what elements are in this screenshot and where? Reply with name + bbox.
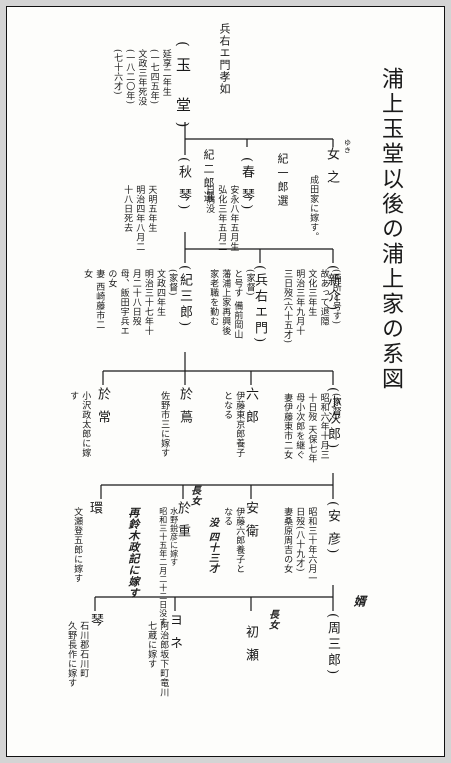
rokuro-note: 伊藤東京郎養子 となる [222,391,245,458]
person-tamaki: 環 [87,501,102,517]
person-kojiro: (小次郎) [325,387,340,452]
kisaburo-note: (家督) 文政四年生 明治三十七年十 月二十八日歿 母、飯田宇兵エ の女 妻 西… [82,269,178,336]
yasue-note: 伊藤六郎養子と なる [222,507,245,574]
hyoemon2-note: (家督) と号す 備前岡山 藩浦上家再興後 家老職を勤む [208,269,255,339]
person-hatsuse: 初 瀬 [243,625,258,665]
choujo-mark-1: 長女 [188,485,200,506]
person-hyoemon2: (兵右エ門) [252,265,267,346]
shunkin-note: 安永八年五月生 弘化三年五月二 日病没 [204,185,239,252]
page-title: 浦上玉堂以後の浦上家の系図 [378,67,403,392]
person-yasuhiko: (安 彦) [325,501,340,557]
shukin-note: 天明五年生 明治四年八月二 十八日死去 [122,185,157,252]
person-hyoemon: 兵右エ門孝如 [218,23,231,95]
otsune-note: 小沢政太郎に嫁 す [68,391,91,458]
koto-note: 石川郡石川町 久野長作に嫁す [66,621,89,688]
person-shinsuke: (新介) [325,265,340,314]
person-shunkin: (春 琴) [239,157,254,213]
yuki-ruby: ゆき [343,139,352,154]
suzuki-handwritten: 再鈴木政記に嫁す [126,507,140,599]
yasuhiko-note: 昭和三十年六月一 日歿(八十九才) 妻桑原周吉の女 [282,507,317,583]
person-oshige: 於 重 [175,501,190,541]
yone-note: 阿治郎坂下町竜川 七蔵に嫁す [146,621,169,697]
person-koto: 琴 [88,613,103,629]
person-yasue: 安 衛 [243,501,258,541]
shukin-alias: 紀二郎選 [202,149,215,205]
genealogy-lines [94,122,334,611]
person-shukin: (秋 琴) [176,157,191,213]
person-yone: ヨ ネ [167,613,182,653]
document-page: 浦上玉堂以後の浦上家の系図 兵右エ門孝如 (玉 堂) 延享二年生 (一七四五年)… [6,6,445,757]
person-otsuta: 於 蔦 [177,387,192,427]
shinsuke-note: (画所と号す) 故あって退隠 文化三年生 明治三年九月十 三日歿(六十五才) [282,269,341,344]
person-yuki: 女 之 [324,147,339,187]
person-shuzaburo: (周三郎) [325,613,340,678]
person-kisaburo: (紀三郎) [177,265,192,330]
oshige-note: 水野鋭彦に嫁す 昭和三十五年二月二十二日没す [158,507,179,626]
choujo-mark-2: 長女 [266,609,278,630]
shunkin-alias: 紀一郎選 [276,153,289,209]
yuki-note: 成田家に嫁す。 [308,175,319,242]
otsuta-note: 佐野市三に嫁す [159,391,170,458]
person-otsune: 於 常 [95,387,110,427]
gyokudo-note: 延享二年生 (一七四五年) 文政三年死没 (一八二〇年) (七十六才) [112,49,171,106]
kojiro-note: (家督) 昭和六年十月三 十日歿 天保七年 母小次郎を継ぐ 妻伊藤東市二女 [282,393,341,463]
yasue-handwritten: 没 四十三才 [206,517,218,574]
person-rokuro: 六 郎 [243,387,258,427]
person-gyokudo: (玉 堂) [174,41,192,138]
muko-mark: 婿 [352,595,367,608]
tamaki-note: 文瀬登五郎に嫁す [72,507,83,583]
